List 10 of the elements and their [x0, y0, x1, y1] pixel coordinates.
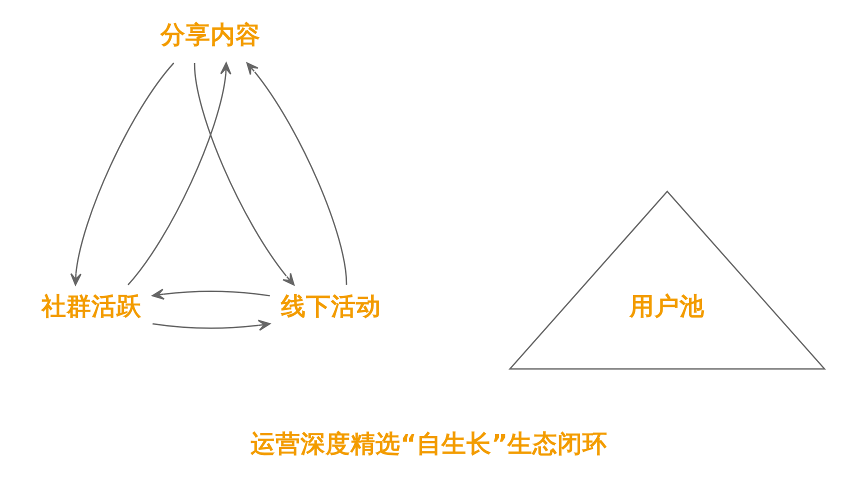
arrow [193, 62, 294, 286]
arrow [246, 62, 347, 285]
node-text: 社群活跃 [40, 291, 141, 320]
arrow [70, 62, 174, 286]
node-text: 线下活动 [280, 291, 380, 320]
arrow [127, 62, 231, 286]
caption: 运营深度精选“自生长”生态闭环 [250, 428, 608, 458]
node-text: 分享内容 [160, 20, 260, 49]
arrow [152, 320, 270, 331]
arrow [151, 288, 270, 300]
